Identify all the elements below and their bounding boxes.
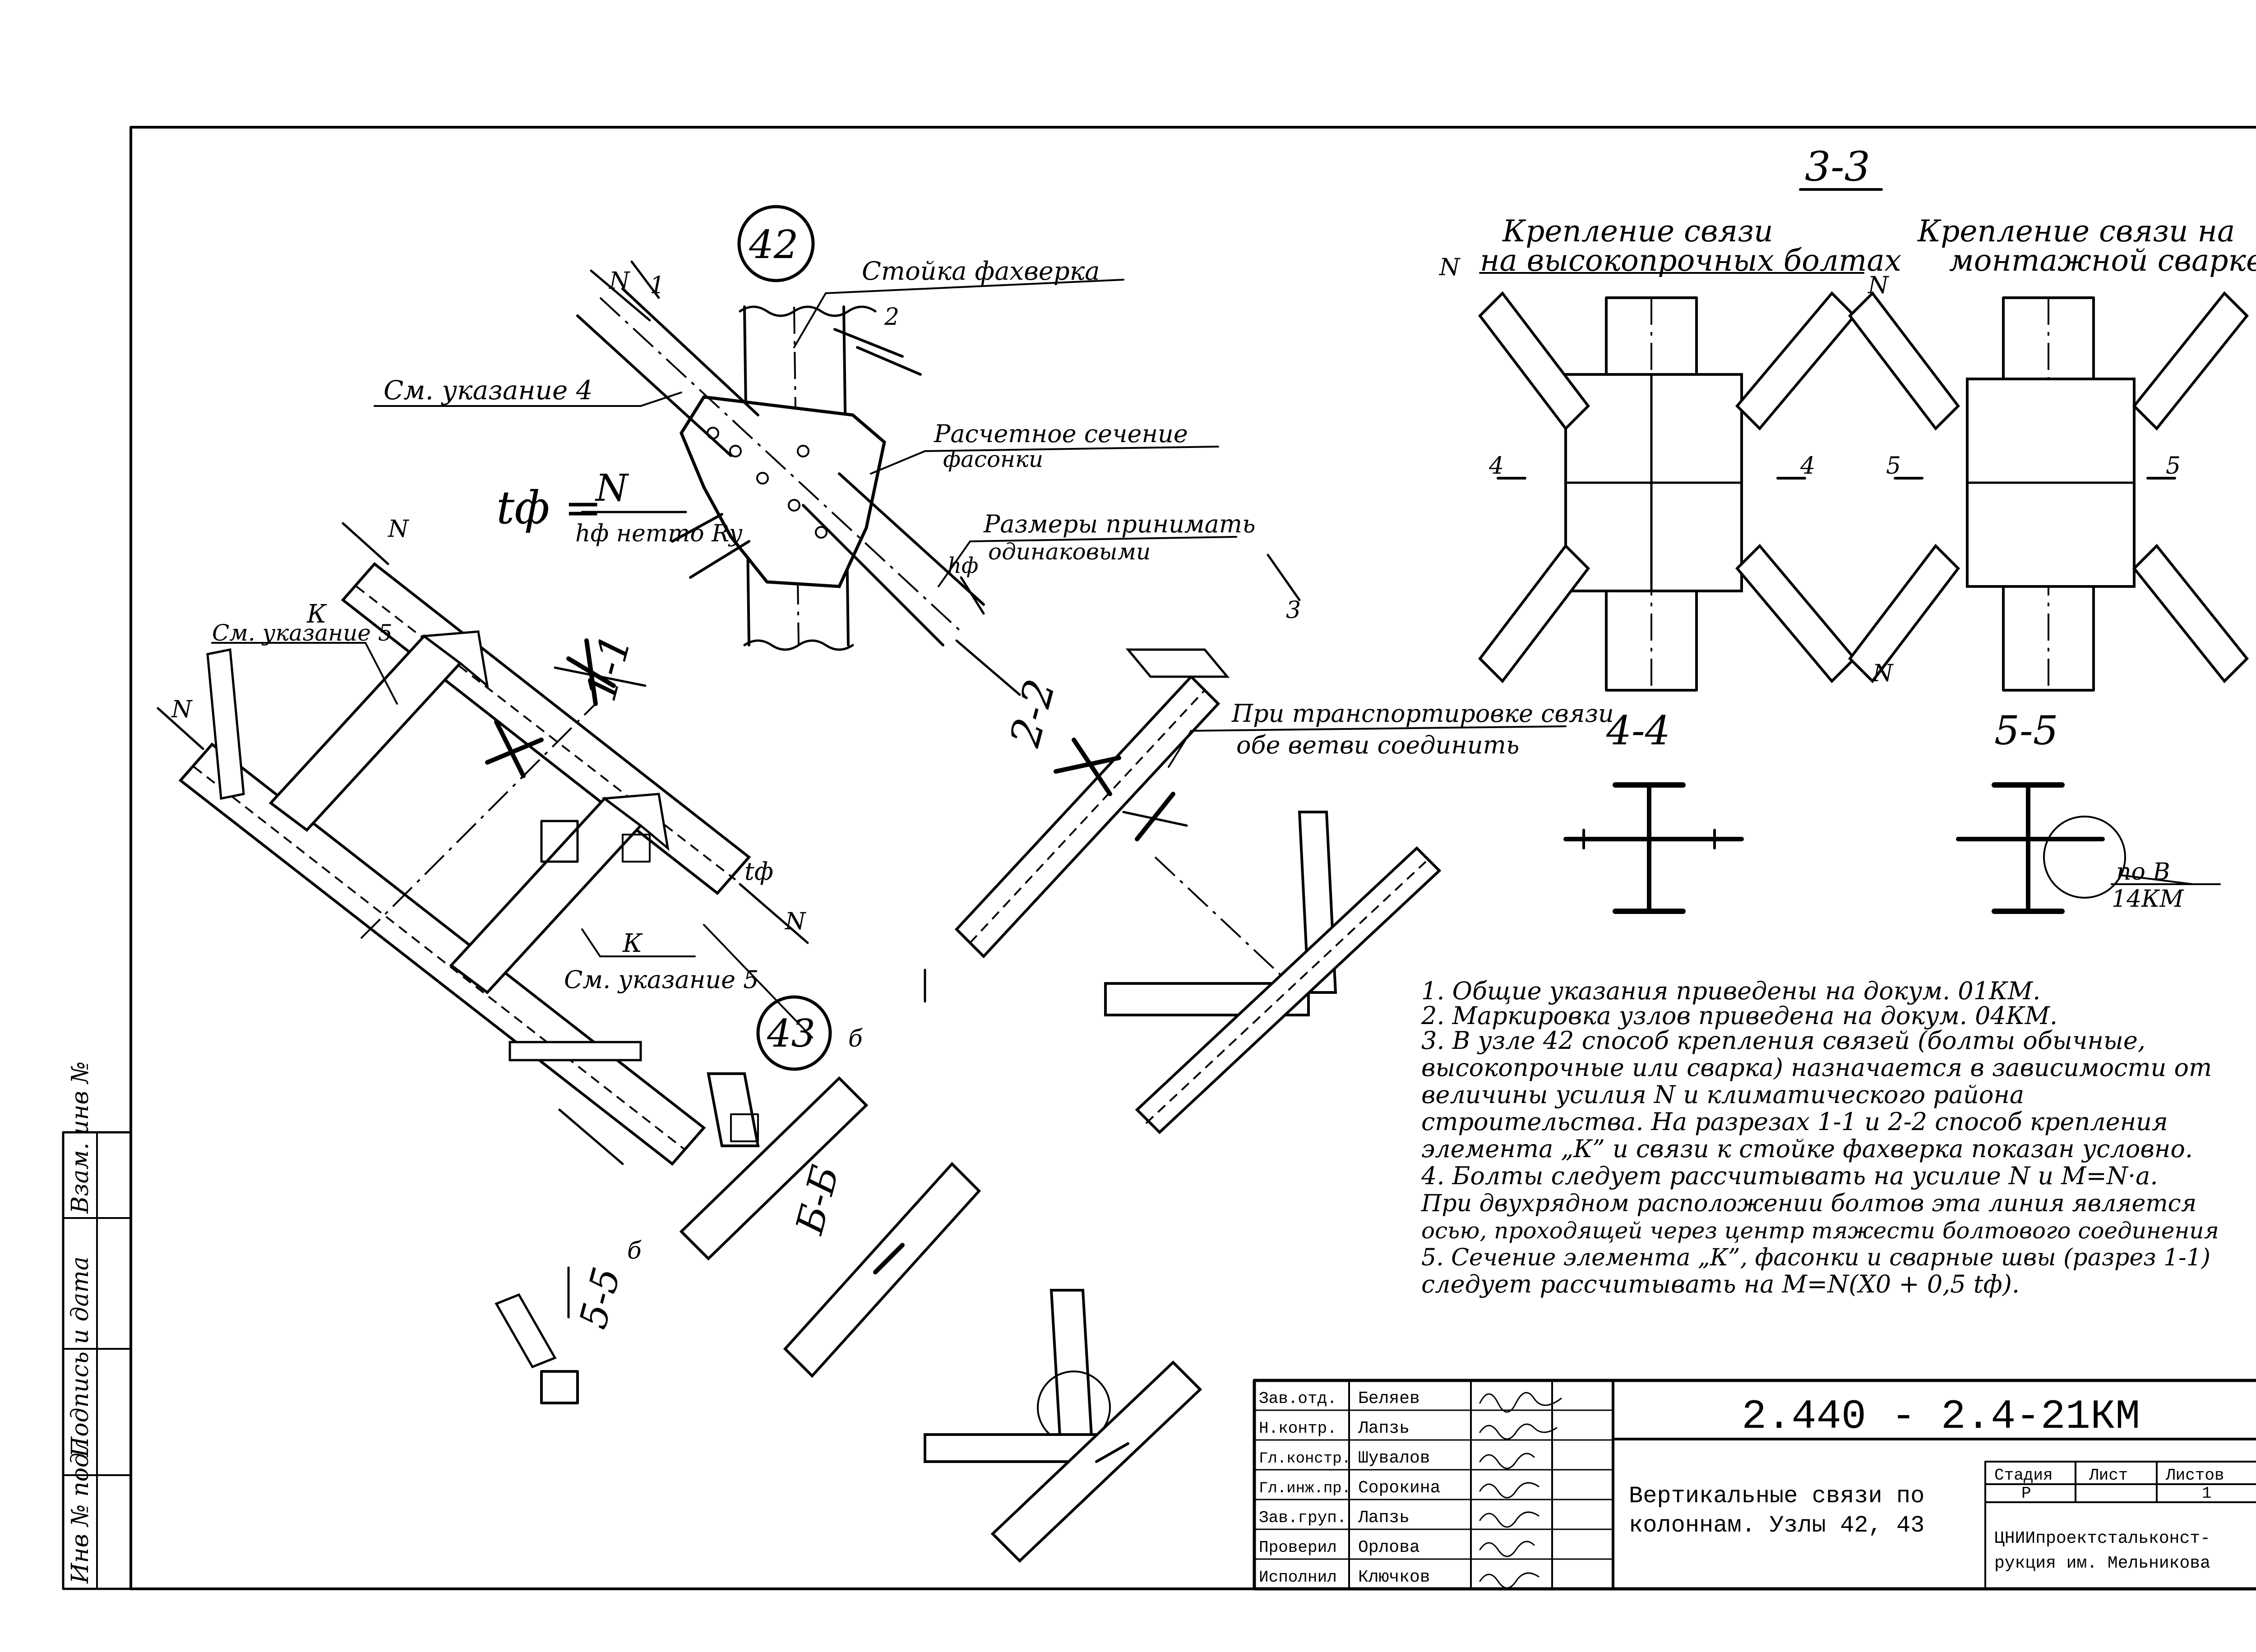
mark-n-7: N: [1872, 660, 1894, 687]
section-4-4-drawing: [1563, 782, 1744, 914]
note-line-9: При двухрядном расположении болтов эта л…: [1421, 1190, 2196, 1217]
title-role-6: Проверил: [1259, 1538, 1337, 1557]
stamp-vzam: Взам. инв №: [67, 1061, 94, 1214]
note-line-1: 1. Общие указания приведены на докум. 01…: [1421, 977, 2040, 1005]
node-42-marker: [737, 205, 815, 282]
title-name-5: Лапзь: [1358, 1508, 1410, 1527]
sheet-title-1: Вертикальные связи по: [1629, 1483, 1924, 1509]
section-3-3-label: 3-3: [1805, 143, 1870, 190]
label-K-bottom: К: [622, 929, 643, 958]
sheets-header: Листов: [2165, 1466, 2224, 1485]
label-raschet-1: Расчетное сечение: [934, 420, 1188, 448]
label-krepl-weld-2: монтажной сварке: [1949, 243, 2256, 278]
note-line-3: 3. В узле 42 способ крепления связей (бо…: [1421, 1026, 2145, 1055]
label-sm5-a: См. указание 5: [212, 620, 393, 646]
section-1-1-drawing: [157, 522, 813, 1166]
label-pob-top: по В: [2116, 858, 2170, 886]
stage-header: Стадия: [1994, 1466, 2053, 1485]
section-5-5-drawing: [1956, 782, 2221, 914]
formula-lhs: tф =: [496, 481, 602, 534]
section-3-3-drawing: [1478, 188, 2249, 692]
mark-3: 3: [1286, 597, 1301, 624]
mark-6b: б: [627, 1237, 642, 1264]
label-transport-1: При транспортировке связи: [1231, 699, 1614, 728]
mark-6a: б: [848, 1025, 863, 1052]
label-transport-2: обе ветви соединить: [1236, 731, 1519, 759]
label-razmery-1: Размеры принимать: [983, 510, 1255, 538]
mark-n-5: N: [1438, 254, 1461, 281]
mark-5b: 5: [2166, 452, 2181, 480]
title-name-2: Лапзь: [1358, 1419, 1410, 1438]
title-name-4: Сорокина: [1358, 1478, 1440, 1498]
note-line-12: следует рассчитывать на M=N(X0 + 0,5 tф)…: [1421, 1270, 2020, 1298]
note-line-8: 4. Болты следует рассчитывать на усилие …: [1421, 1162, 2158, 1190]
stamp-inv: Инв № подл: [67, 1438, 94, 1584]
org-line-1: ЦНИИпроектстальконст-: [1994, 1529, 2210, 1548]
node-43-marker: [756, 995, 832, 1071]
note-line-4: высокопрочные или сварка) назначается в …: [1421, 1053, 2212, 1082]
section-5-5-label: 5-5: [1994, 707, 2058, 754]
label-raschet-2: фасонки: [943, 446, 1043, 472]
title-role-3: Гл.констр.: [1259, 1450, 1351, 1467]
label-sm5-b: См. указание 5: [564, 965, 759, 994]
mark-n-2: N: [387, 516, 409, 543]
title-role-1: Зав.отд.: [1259, 1389, 1337, 1408]
stamp-podpis: Подпись и дата: [67, 1256, 94, 1458]
label-tf: tф: [744, 857, 773, 886]
mark-2: 2: [884, 304, 899, 331]
mark-4b: 4: [1800, 452, 1815, 480]
label-hf: hф: [948, 553, 978, 578]
node-42-number: 42: [749, 222, 798, 268]
mark-n-4: N: [784, 908, 806, 935]
title-role-5: Зав.груп.: [1259, 1509, 1346, 1527]
note-line-7: элемента „К” и связи к стойке фахверка п…: [1421, 1135, 2193, 1163]
node-43-drawing: 43: [495, 995, 1202, 1563]
section-2-2-drawing: [924, 554, 1567, 1135]
title-name-1: Беляев: [1358, 1389, 1420, 1408]
org-line-2: рукция им. Мельникова: [1994, 1554, 2210, 1573]
sheet-header: Лист: [2089, 1466, 2128, 1485]
label-K-top: К: [306, 600, 327, 629]
sheets-value: 1: [2202, 1484, 2212, 1503]
label-stoika: Стойка фахверка: [862, 257, 1100, 286]
label-krepl-weld-1: Крепление связи на: [1917, 214, 2235, 249]
mark-5a: 5: [1886, 452, 1901, 480]
note-line-11: 5. Сечение элемента „К”, фасонки и сварн…: [1421, 1244, 2210, 1271]
mark-n-6: N: [1867, 272, 1889, 299]
title-name-3: Шувалов: [1358, 1449, 1430, 1468]
title-name-7: Ключков: [1358, 1568, 1430, 1587]
mark-1: 1: [650, 272, 665, 299]
section-5-5b-label: 5-5: [571, 1263, 629, 1333]
formula-denominator: hф нетто Ry: [575, 520, 742, 547]
title-role-2: Н.контр.: [1259, 1419, 1337, 1438]
stage-value: Р: [2021, 1484, 2031, 1503]
note-line-2: 2. Маркировка узлов приведена на докум. …: [1421, 1001, 2057, 1030]
title-role-7: Исполнил: [1259, 1568, 1337, 1587]
document-code: 2.440 - 2.4-21КМ: [1742, 1393, 2140, 1440]
mark-4a: 4: [1489, 452, 1504, 480]
formula-tf: tф = N hф нетто Ry: [496, 467, 742, 547]
mark-n-3: N: [171, 696, 193, 723]
drawing-frame: [129, 126, 2256, 1590]
formula-numerator: N: [595, 467, 629, 510]
node-42-drawing: 42: [374, 205, 1237, 696]
label-krepl-bolt-1: Крепление связи: [1502, 214, 1773, 249]
notes-block: 1. Общие указания приведены на докум. 01…: [1421, 977, 2219, 1298]
label-pob-bottom: 14КМ: [2112, 886, 2184, 913]
label-sm4: См. указание 4: [384, 375, 593, 406]
title-block: [1253, 1379, 2256, 1591]
node-43-number: 43: [767, 1011, 815, 1056]
title-role-4: Гл.инж.пр.: [1259, 1480, 1351, 1497]
label-razmery-2: одинаковыми: [988, 539, 1151, 565]
label-krepl-bolt-2: на высокопрочных болтах: [1480, 243, 1901, 278]
note-line-5: величины усилия N и климатического район…: [1421, 1080, 2024, 1109]
title-name-6: Орлова: [1358, 1538, 1420, 1557]
side-stamp: Взам. инв № Подпись и дата Инв № подл: [62, 1061, 132, 1590]
section-4-4-label: 4-4: [1606, 707, 1670, 754]
mark-n-1: N: [608, 268, 630, 295]
sheet-title-2: колоннам. Узлы 42, 43: [1629, 1512, 1924, 1539]
note-line-10: осью, проходящей через центр тяжести бол…: [1421, 1218, 2219, 1244]
note-line-6: строительства. На разрезах 1-1 и 2-2 спо…: [1421, 1107, 2168, 1136]
